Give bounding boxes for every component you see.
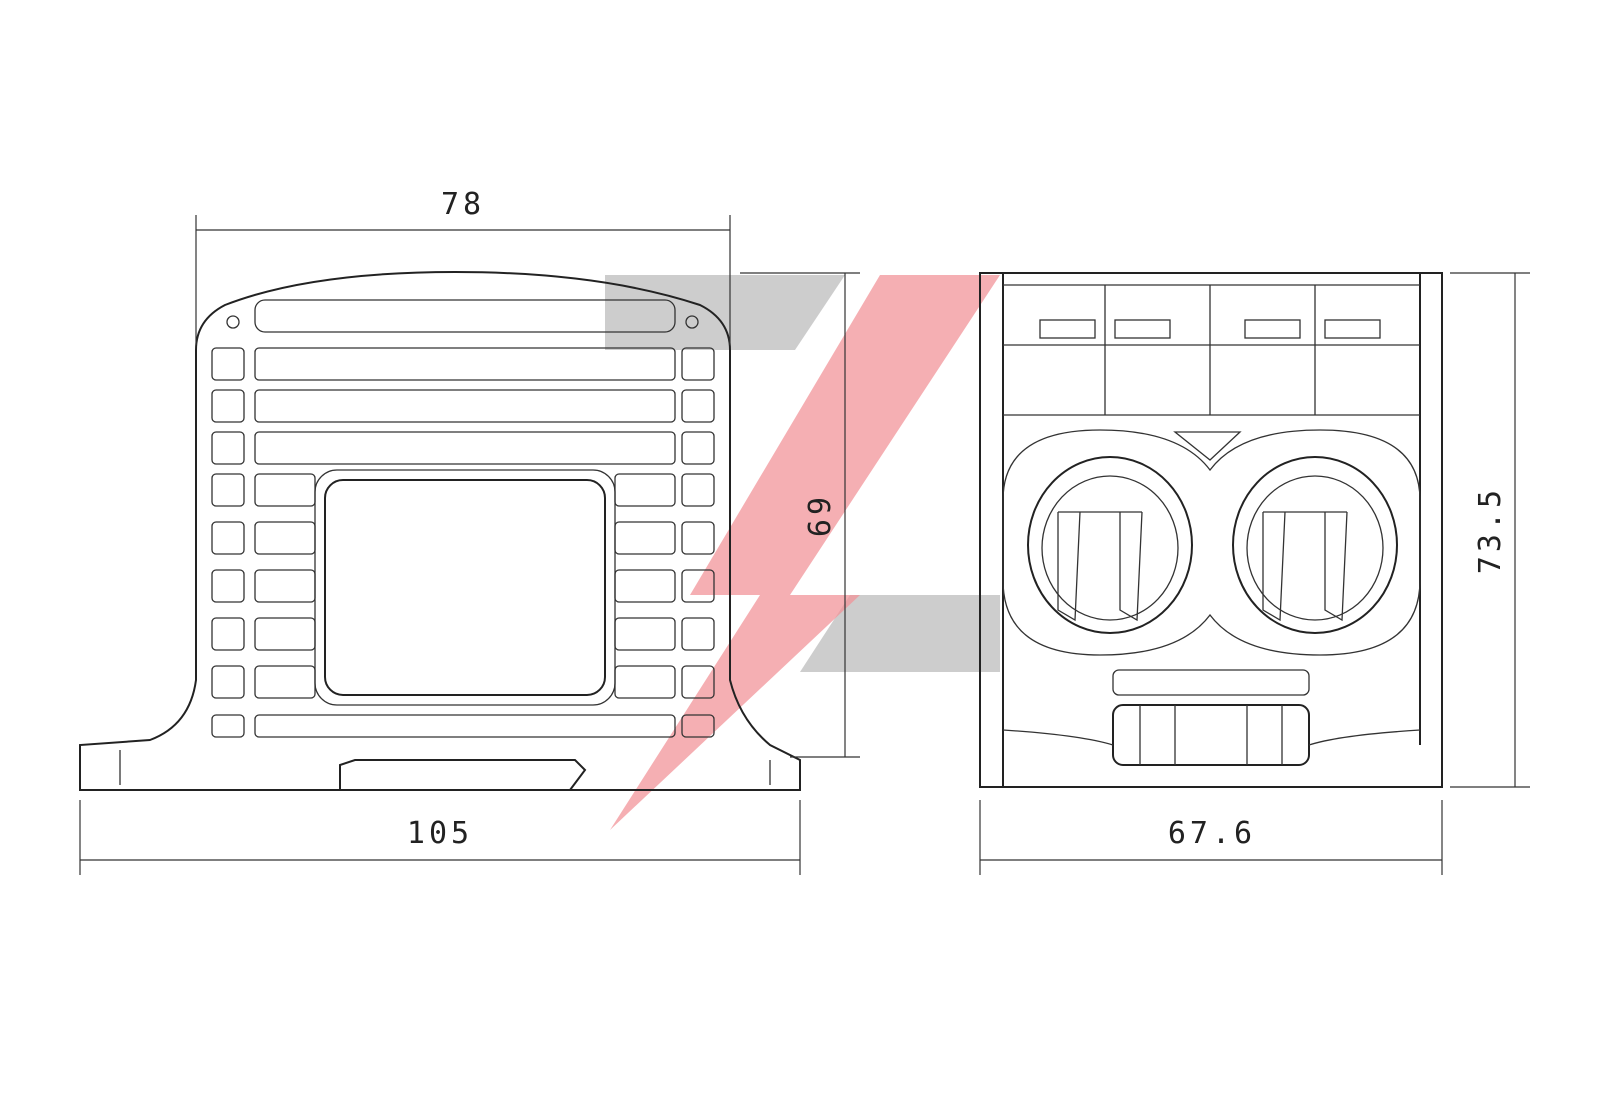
rib-cell xyxy=(681,473,715,507)
rib-cell xyxy=(681,714,715,738)
dimension-front-height: 69 xyxy=(803,493,838,537)
rib-cell xyxy=(254,521,316,555)
rib-cell xyxy=(254,431,676,465)
rib-cell xyxy=(211,347,245,381)
rib-cell xyxy=(254,714,676,738)
rib-cell xyxy=(211,473,245,507)
din-rail-slot xyxy=(339,759,587,791)
rib-cell xyxy=(254,389,676,423)
rib-cell xyxy=(614,473,676,507)
rib-cell xyxy=(254,569,316,603)
rib-cell xyxy=(211,617,245,651)
rib-cell xyxy=(254,665,316,699)
dimension-base-width: 105 xyxy=(407,816,473,851)
rib-cell xyxy=(614,665,676,699)
rib-cell xyxy=(681,431,715,465)
rib-cell xyxy=(211,714,245,738)
rib-cell xyxy=(211,569,245,603)
rib-cell xyxy=(681,347,715,381)
rib-cell xyxy=(614,521,676,555)
rib-cell xyxy=(681,617,715,651)
rib-cell xyxy=(211,665,245,699)
side-view xyxy=(979,272,1443,788)
rib-cell xyxy=(211,389,245,423)
rib-cell xyxy=(681,521,715,555)
side-outline xyxy=(979,272,1443,788)
rib-cell xyxy=(614,569,676,603)
rib-cell xyxy=(614,617,676,651)
rib-cell xyxy=(254,617,316,651)
label-window xyxy=(324,479,606,696)
rib-cell xyxy=(211,431,245,465)
rib-cell xyxy=(681,569,715,603)
watermark-logo xyxy=(605,275,1000,830)
rib-cell xyxy=(681,389,715,423)
dimension-side-height: 73.5 xyxy=(1473,486,1508,574)
dimension-top-width: 78 xyxy=(441,187,485,222)
rib-cell xyxy=(681,665,715,699)
rib-cell xyxy=(211,521,245,555)
rib-cell xyxy=(254,473,316,507)
dimension-side-width: 67.6 xyxy=(1168,816,1256,851)
rib-cell xyxy=(254,347,676,381)
dimension-lines xyxy=(79,215,1530,875)
front-view xyxy=(79,270,801,791)
front-outline xyxy=(79,270,801,791)
